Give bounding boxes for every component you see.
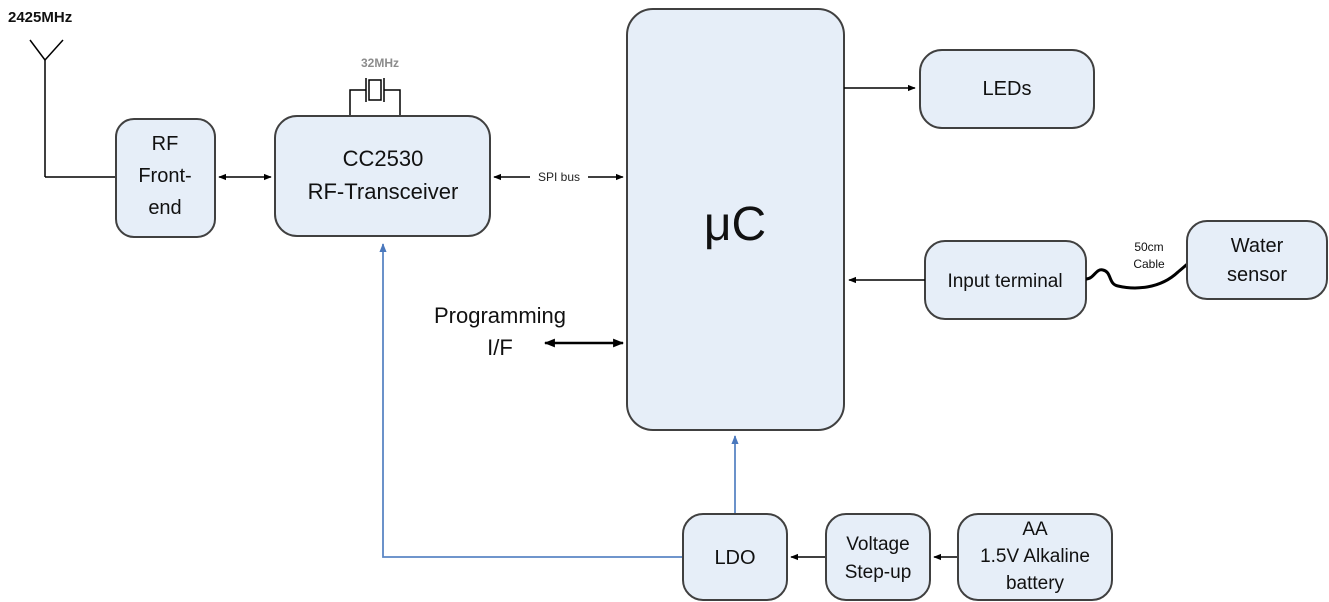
- ldo-label: LDO: [714, 547, 755, 569]
- crystal-icon: [349, 78, 401, 116]
- rf-frontend-label-1: RF: [152, 133, 179, 155]
- crystal-label: 32MHz: [361, 56, 399, 70]
- antenna-frequency: 2425MHz: [8, 9, 72, 26]
- battery-block: AA 1.5V Alkaline battery: [957, 513, 1113, 601]
- antenna-icon: [29, 39, 116, 178]
- water-sensor-label-1: Water: [1231, 235, 1284, 257]
- cc2530-block: CC2530 RF-Transceiver: [274, 115, 491, 237]
- programming-label-1: Programming: [434, 303, 566, 328]
- voltage-stepup-block: Voltage Step-up: [825, 513, 931, 601]
- rf-frontend-label-2: Front-: [138, 165, 191, 187]
- rf-frontend-label-3: end: [148, 197, 181, 219]
- input-terminal-label: Input terminal: [947, 271, 1062, 292]
- battery-label-3: battery: [1006, 573, 1065, 594]
- cc2530-label-2: RF-Transceiver: [308, 179, 459, 204]
- leds-block: LEDs: [919, 49, 1095, 129]
- sensor-cable: [1085, 260, 1191, 290]
- battery-label-1: AA: [1022, 519, 1048, 540]
- cable-label-1: 50cm: [1134, 240, 1163, 254]
- leds-label: LEDs: [983, 78, 1032, 100]
- ldo-block: LDO: [682, 513, 788, 601]
- programming-label-2: I/F: [487, 335, 513, 360]
- rf-frontend-block: RF Front- end: [115, 118, 216, 238]
- stepup-label-2: Step-up: [845, 562, 912, 583]
- stepup-label-1: Voltage: [846, 534, 909, 555]
- input-terminal-block: Input terminal: [924, 240, 1087, 320]
- water-sensor-block: Water sensor: [1186, 220, 1328, 300]
- battery-label-2: 1.5V Alkaline: [980, 546, 1090, 567]
- ldo-to-cc2530-power: [379, 243, 683, 558]
- cc2530-label-1: CC2530: [343, 146, 424, 171]
- microcontroller-block: μC: [626, 8, 845, 431]
- water-sensor-label-2: sensor: [1227, 264, 1287, 286]
- microcontroller-label: μC: [704, 198, 766, 251]
- spi-bus-label: SPI bus: [538, 170, 580, 184]
- cable-label-2: Cable: [1133, 257, 1165, 271]
